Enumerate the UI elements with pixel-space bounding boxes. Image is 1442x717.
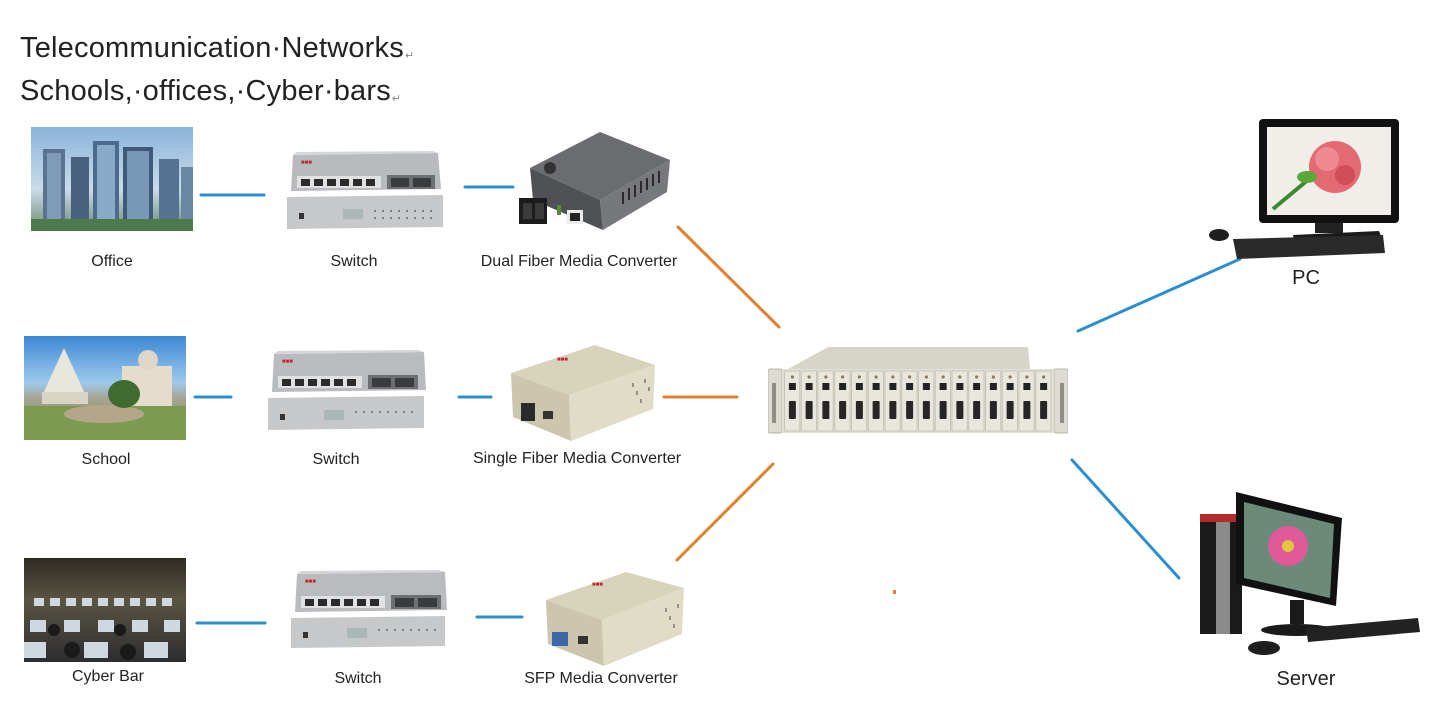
label-sfp-media-converter: SFP Media Converter bbox=[524, 670, 678, 687]
school-campus-image bbox=[24, 336, 186, 440]
svg-text:■■■: ■■■ bbox=[282, 359, 293, 365]
chassis-slot-card bbox=[985, 370, 1002, 432]
heading-sites: Schools,·offices,·Cyber·bars↵ bbox=[20, 75, 401, 108]
svg-text:■■■: ■■■ bbox=[301, 160, 312, 166]
switch-device-2: ■■■ bbox=[264, 350, 429, 435]
switch-device-3: ■■■ bbox=[287, 570, 452, 655]
switch-device-1: ■■■ bbox=[283, 151, 448, 236]
chassis-slot-card bbox=[834, 370, 851, 432]
chassis-slot-card bbox=[951, 370, 968, 432]
label-pc: PC bbox=[1292, 267, 1320, 289]
link-sfp-converter-chassis bbox=[675, 462, 775, 562]
stray-dot bbox=[893, 590, 896, 594]
label-single-fiber-media-converter: Single Fiber Media Converter bbox=[472, 450, 682, 467]
link-dual-converter-chassis bbox=[676, 225, 781, 329]
label-office: Office bbox=[91, 253, 133, 270]
label-dual-fiber-media-converter: Dual Fiber Media Converter bbox=[480, 253, 678, 270]
label-school: School bbox=[81, 451, 131, 468]
chassis-slot-card bbox=[934, 370, 951, 432]
chassis-slot-card bbox=[800, 370, 817, 432]
chassis-slot-card bbox=[968, 370, 985, 432]
label-cyber-bar: Cyber Bar bbox=[71, 668, 145, 685]
cyber-bar-image bbox=[24, 558, 186, 662]
link-chassis-server bbox=[1070, 458, 1181, 580]
label-server: Server bbox=[1276, 668, 1336, 690]
label-switch-3: Switch bbox=[334, 670, 382, 687]
svg-text:■■■: ■■■ bbox=[305, 579, 316, 585]
chassis-slot-card bbox=[817, 370, 834, 432]
link-chassis-pc bbox=[1076, 257, 1242, 333]
heading-telecom-networks: Telecommunication·Networks↵ bbox=[20, 32, 414, 65]
chassis-slot-card bbox=[867, 370, 884, 432]
chassis-slot-card bbox=[901, 370, 918, 432]
chassis-slot-card bbox=[884, 370, 901, 432]
chassis-slot-card bbox=[851, 370, 868, 432]
chassis-slot-card bbox=[918, 370, 935, 432]
chassis-slot-card bbox=[1018, 370, 1035, 432]
chassis-slot-card bbox=[784, 370, 801, 432]
label-switch-1: Switch bbox=[330, 253, 378, 270]
paragraph-mark-icon: ↵ bbox=[404, 50, 415, 62]
dual-fiber-media-converter-device bbox=[515, 130, 675, 240]
single-fiber-media-converter-device: ■■■ bbox=[505, 343, 655, 448]
paragraph-mark-icon: ↵ bbox=[391, 93, 402, 105]
svg-text:■■■: ■■■ bbox=[557, 357, 568, 363]
sfp-media-converter-device: ■■■ bbox=[540, 568, 690, 673]
chassis-slot-card bbox=[1001, 370, 1018, 432]
chassis-slot-card bbox=[1035, 370, 1052, 432]
heading-text: Telecommunication·Networks bbox=[20, 32, 404, 64]
office-building-image bbox=[31, 127, 193, 231]
pc-computer bbox=[1205, 117, 1405, 272]
media-converter-rack-chassis bbox=[767, 345, 1069, 445]
label-switch-2: Switch bbox=[312, 451, 360, 468]
heading-text: Schools,·offices,·Cyber·bars bbox=[20, 75, 391, 107]
svg-text:■■■: ■■■ bbox=[592, 582, 603, 588]
server-computer bbox=[1192, 490, 1427, 665]
